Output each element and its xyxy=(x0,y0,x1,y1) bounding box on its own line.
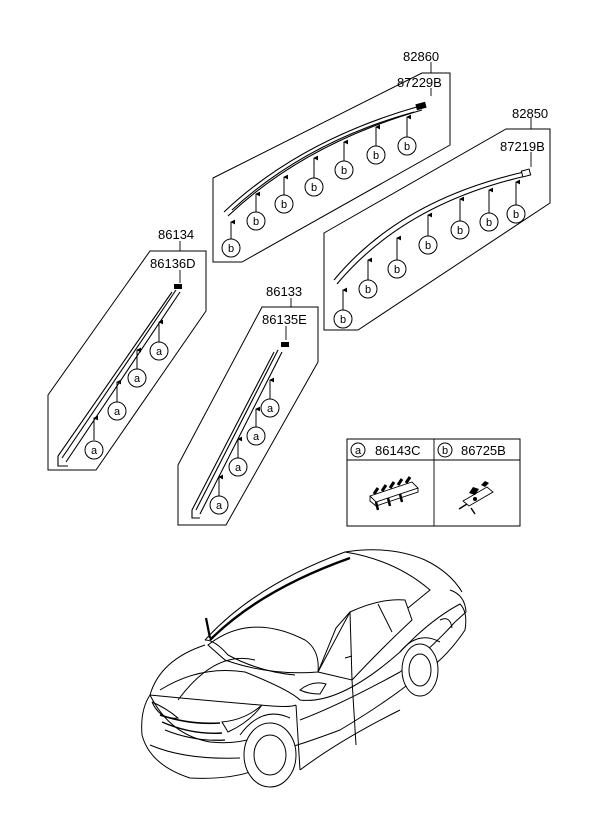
svg-text:b: b xyxy=(365,284,371,296)
callout-a[interactable] xyxy=(228,457,248,477)
callout-b[interactable] xyxy=(334,160,354,180)
part-label-86135e[interactable]: 86135E xyxy=(262,312,307,327)
group-82850: 82850 87219B b b b b b b b xyxy=(323,106,551,331)
callout-a[interactable] xyxy=(107,401,127,421)
svg-text:a: a xyxy=(216,500,223,512)
group-86133: 86133 86135E a a a a xyxy=(177,284,319,526)
part-label-87219b[interactable]: 87219B xyxy=(500,139,545,154)
svg-text:b: b xyxy=(425,240,431,252)
roof-molding-strip xyxy=(333,171,525,281)
svg-text:b: b xyxy=(253,216,259,228)
group-86134: 86134 86136D a a a a xyxy=(47,227,207,471)
svg-text:b: b xyxy=(281,199,287,211)
pillar-strip xyxy=(195,349,279,511)
clip-a-illustration xyxy=(369,476,419,511)
end-cap-87229b xyxy=(415,101,427,111)
callout-a[interactable] xyxy=(149,341,169,361)
callout-a[interactable] xyxy=(84,440,104,460)
svg-text:a: a xyxy=(156,346,163,358)
callout-b[interactable] xyxy=(274,194,294,214)
legend-frame xyxy=(346,438,521,527)
part-label-82850[interactable]: 82850 xyxy=(512,106,548,121)
group-82850-frame xyxy=(323,128,551,331)
group-86134-frame xyxy=(47,250,207,471)
svg-text:b: b xyxy=(404,141,410,153)
callout-b[interactable] xyxy=(418,235,438,255)
callout-a[interactable] xyxy=(127,368,147,388)
legend-part-86725b[interactable]: 86725B xyxy=(461,443,506,458)
pillar-strip xyxy=(61,289,177,459)
svg-text:b: b xyxy=(457,225,463,237)
svg-text:a: a xyxy=(253,431,260,443)
group-86133-frame xyxy=(177,306,319,526)
callout-a-list: a a a a xyxy=(84,319,169,460)
svg-text:b: b xyxy=(394,264,400,276)
svg-text:a: a xyxy=(235,462,242,474)
callout-b[interactable] xyxy=(366,145,386,165)
end-cap-86136d xyxy=(174,284,182,289)
callout-b-list: b b b b b b b xyxy=(333,179,526,329)
legend-key-b: b xyxy=(442,445,448,457)
svg-text:a: a xyxy=(91,445,98,457)
callout-b[interactable] xyxy=(387,259,407,279)
svg-text:a: a xyxy=(134,373,141,385)
group-82860: 82860 87229B b b b b b b xyxy=(212,49,451,263)
part-label-82860[interactable]: 82860 xyxy=(403,49,439,64)
callout-b[interactable] xyxy=(304,177,324,197)
svg-text:a: a xyxy=(267,403,274,415)
part-label-86133[interactable]: 86133 xyxy=(266,284,302,299)
callout-b[interactable] xyxy=(358,279,378,299)
svg-text:b: b xyxy=(228,243,234,255)
legend-callout-a xyxy=(350,442,366,458)
callout-b[interactable] xyxy=(246,211,266,231)
svg-text:b: b xyxy=(341,165,347,177)
callout-b[interactable] xyxy=(333,309,353,329)
group-82860-frame xyxy=(212,72,451,263)
end-cap-86135e xyxy=(281,342,289,347)
callout-b[interactable] xyxy=(397,136,417,156)
svg-text:b: b xyxy=(513,209,519,221)
callout-b-list: b b b b b b b xyxy=(221,114,417,258)
svg-text:b: b xyxy=(486,217,492,229)
callout-a[interactable] xyxy=(246,426,266,446)
legend-part-86143c[interactable]: 86143C xyxy=(375,443,421,458)
part-label-87229b[interactable]: 87229B xyxy=(397,75,442,90)
callout-b[interactable] xyxy=(506,204,526,224)
end-cap-87219b xyxy=(520,168,532,178)
sedan-illustration xyxy=(141,549,467,788)
callout-a-list: a a a a xyxy=(209,377,280,515)
legend-box: a 86143C b 86725B xyxy=(346,438,521,527)
callout-a[interactable] xyxy=(209,495,229,515)
svg-text:b: b xyxy=(340,314,346,326)
svg-text:b: b xyxy=(311,182,317,194)
clip-b-illustration xyxy=(458,481,494,515)
callout-a[interactable] xyxy=(260,398,280,418)
part-label-86136d[interactable]: 86136D xyxy=(150,256,196,271)
svg-text:a: a xyxy=(114,406,121,418)
callout-b[interactable] xyxy=(479,212,499,232)
callout-b[interactable] xyxy=(450,220,470,240)
legend-callout-b xyxy=(437,442,453,458)
callout-b[interactable] xyxy=(221,238,241,258)
roof-molding-strip xyxy=(223,105,421,213)
legend-key-a: a xyxy=(355,445,362,457)
svg-text:b: b xyxy=(373,150,379,162)
part-label-86134[interactable]: 86134 xyxy=(158,227,194,242)
